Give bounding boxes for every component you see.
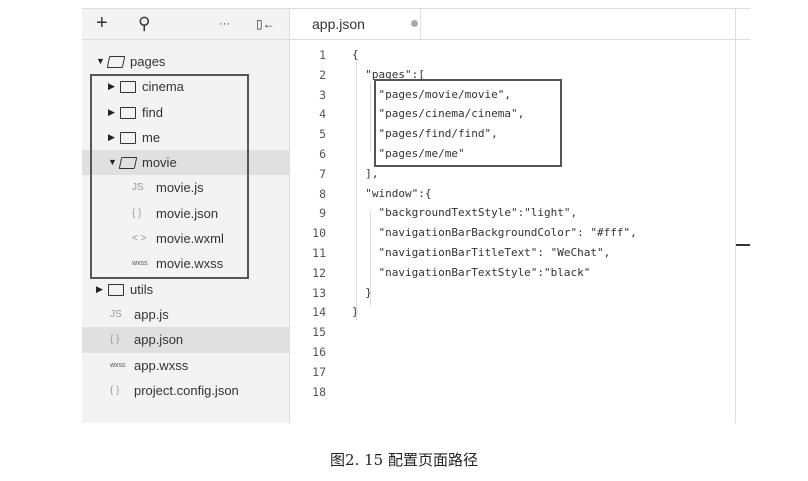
tree-item-label: project.config.json [134, 382, 239, 398]
tree-item-app-json[interactable]: { } app.json [82, 327, 289, 353]
tree-item-label: movie.json [156, 205, 219, 221]
tree-item-label: app.wxss [134, 357, 189, 373]
tree-item-movie-wxml[interactable]: < > movie.wxml [82, 226, 289, 251]
line-number: 2 [319, 67, 326, 82]
chevron-right-icon[interactable]: ▶ [108, 106, 115, 117]
line-number: 17 [312, 364, 326, 379]
js-file-icon: JS [110, 308, 122, 320]
tree-item-label: me [142, 129, 161, 145]
tree-item-label: app.json [134, 332, 184, 348]
tree-item-label: cinema [142, 79, 184, 95]
code-line: "pages/movie/movie", [352, 87, 511, 101]
line-number: 13 [312, 285, 326, 300]
code-editor: app.json 1 {2 "pages":[ 3 "pages/movie/mov… [290, 9, 750, 423]
code-line: "pages/cinema/cinema", [352, 107, 525, 121]
json-file-icon: { } [110, 334, 120, 346]
line-number: 1 [319, 48, 326, 62]
tree-item-project-config-json[interactable]: { } project.config.json [82, 378, 289, 403]
tree-item-label: movie.js [156, 180, 204, 196]
code-line: } [352, 285, 372, 299]
tree-item-find[interactable]: ▶ find [82, 100, 289, 125]
tab-label: app.json [312, 16, 365, 32]
line-number: 5 [319, 127, 326, 142]
code-line: "navigationBarBackgroundColor": "#fff", [352, 226, 637, 240]
chevron-down-icon[interactable]: ▼ [108, 157, 117, 168]
line-number: 16 [312, 345, 326, 359]
line-number: 14 [312, 305, 326, 320]
chevron-down-icon[interactable]: ▼ [96, 56, 105, 66]
code-line: } [352, 305, 359, 318]
tree-item-cinema[interactable]: ▶ cinema [82, 74, 289, 99]
code-line: "navigationBarTitleText": "WeChat", [352, 246, 611, 259]
line-number: 18 [312, 384, 326, 399]
code-line: "backgroundTextStyle":"light", [352, 206, 578, 220]
figure-caption: 图2. 15 配置页面路径 [330, 451, 478, 469]
folder-icon [120, 106, 136, 119]
wxss-file-icon: wxss [132, 260, 148, 268]
folder-icon [108, 283, 124, 296]
code-line: "pages/me/me" [352, 147, 465, 160]
folder-open-icon [118, 157, 138, 170]
tree-item-me[interactable]: ▶ me [82, 125, 289, 150]
code-line: ], [352, 166, 379, 180]
tree-item-label: app.js [134, 306, 169, 322]
vertical-scrollbar[interactable] [735, 9, 750, 423]
code-line: "window":{ [352, 186, 432, 200]
folder-open-icon [106, 56, 126, 68]
line-number: 15 [312, 325, 326, 340]
tree-item-app-js[interactable]: JS app.js [82, 302, 289, 327]
line-number: 12 [312, 265, 326, 280]
more-icon[interactable]: ··· [219, 18, 230, 30]
line-number: 4 [319, 107, 326, 122]
tree-item-utils[interactable]: ▶ utils [82, 277, 289, 302]
tree-item-app-wxss[interactable]: wxss app.wxss [82, 353, 289, 378]
chevron-right-icon[interactable]: ▶ [96, 283, 103, 294]
chevron-right-icon[interactable]: ▶ [108, 131, 115, 142]
collapse-sidebar-icon[interactable]: ▯← [256, 17, 275, 31]
tree-item-movie-wxss[interactable]: wxss movie.wxss [82, 251, 289, 276]
tree-item-label: movie.wxml [156, 231, 224, 247]
wxml-file-icon: < > [132, 233, 147, 245]
tree-item-movie-js[interactable]: JS movie.js [82, 175, 289, 200]
search-icon[interactable]: ⚲ [138, 14, 151, 33]
tree-item-label: find [142, 104, 163, 120]
tree-item-pages[interactable]: ▼ pages [82, 49, 289, 74]
scroll-position-marker [736, 244, 750, 246]
code-line: "pages/find/find", [352, 127, 498, 141]
explorer-toolbar: + ⚲ ··· ▯← [82, 9, 289, 40]
js-file-icon: JS [132, 182, 144, 194]
json-file-icon: { } [132, 207, 142, 219]
chevron-right-icon[interactable]: ▶ [108, 81, 115, 92]
add-icon[interactable]: + [96, 12, 108, 34]
indent-guide [370, 210, 371, 306]
line-number: 7 [319, 166, 326, 181]
unsaved-dot-icon[interactable] [411, 20, 418, 27]
line-number: 6 [319, 147, 326, 161]
folder-icon [120, 131, 136, 144]
line-number: 11 [312, 246, 326, 260]
tree-item-label: movie [142, 155, 177, 171]
line-number: 3 [319, 87, 326, 102]
editor-tabbar: app.json [290, 9, 750, 40]
tree-item-label: pages [130, 54, 166, 69]
tree-item-label: movie.wxss [156, 256, 224, 272]
tree-item-movie-json[interactable]: { } movie.json [82, 201, 289, 226]
line-number: 8 [319, 186, 326, 201]
line-number: 9 [319, 206, 326, 221]
code-line: "pages":[ [352, 67, 425, 81]
indent-guide [356, 62, 357, 320]
code-line: { [352, 48, 359, 61]
folder-icon [120, 81, 136, 94]
code-line: "navigationBarTextStyle":"black" [352, 265, 591, 279]
tree-item-movie[interactable]: ▼ movie [82, 150, 289, 176]
tab-app-json[interactable]: app.json [290, 9, 421, 39]
indent-guide [370, 82, 371, 152]
json-file-icon: { } [110, 384, 120, 396]
line-number: 10 [312, 226, 326, 241]
tree-item-label: utils [130, 281, 154, 297]
wxss-file-icon: wxss [110, 361, 126, 369]
